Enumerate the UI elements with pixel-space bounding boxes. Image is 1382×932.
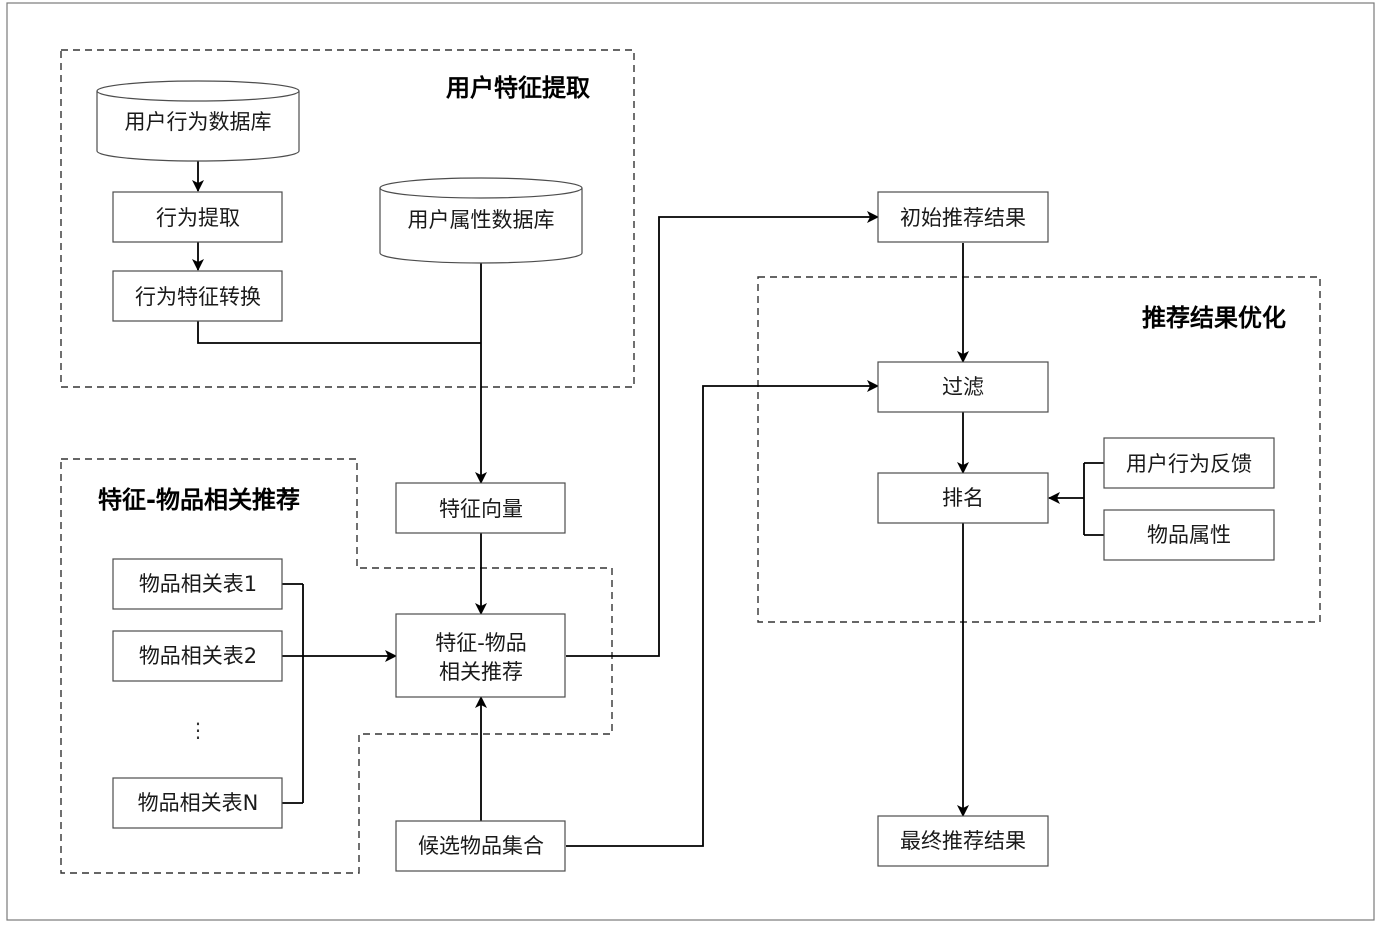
feature-item-recommend-label-line2: 相关推荐	[439, 660, 523, 684]
behavior-extract-box	[112, 191, 283, 243]
item-table-1-box	[112, 558, 283, 610]
item-table-n-box	[112, 777, 283, 829]
group-title-user-feature-extraction: 用户特征提取	[446, 74, 590, 102]
edge-candidates-to-filter	[566, 380, 879, 847]
item-table-2-label: 物品相关表2	[139, 644, 257, 668]
candidate-items-box	[395, 820, 566, 872]
feature-vector-box	[395, 482, 566, 534]
behavior-feature-convert-box	[112, 270, 283, 322]
item-attributes-box	[1103, 509, 1275, 561]
user-feedback-box	[1103, 437, 1275, 489]
user-behavior-database-label: 用户行为数据库	[125, 110, 272, 134]
user-behavior-database: 用户行为数据库	[96, 80, 300, 162]
initial-result-label: 初始推荐结果	[900, 206, 1026, 230]
group-result-optimization	[757, 276, 1321, 623]
group-title-result-optimization: 推荐结果优化	[1142, 304, 1286, 332]
group-feature-item-recommend	[60, 458, 613, 874]
item-attributes-label: 物品属性	[1147, 523, 1231, 547]
user-attribute-database: 用户属性数据库	[379, 177, 583, 264]
initial-result-box	[877, 191, 1049, 243]
item-table-n-label: 物品相关表N	[138, 791, 259, 815]
rank-box	[877, 472, 1049, 524]
item-table-1-label: 物品相关表1	[139, 572, 257, 596]
final-result-label: 最终推荐结果	[900, 829, 1026, 853]
feature-vector-label: 特征向量	[439, 497, 523, 521]
filter-label: 过滤	[942, 375, 984, 399]
filter-box	[877, 361, 1049, 413]
user-attribute-database-label: 用户属性数据库	[408, 208, 555, 232]
feature-item-recommend-box	[395, 613, 566, 698]
edge-convert-to-merge	[197, 321, 481, 344]
final-result-box	[877, 815, 1049, 867]
edge-recommend-to-initial	[566, 211, 879, 657]
user-feedback-label: 用户行为反馈	[1126, 452, 1252, 476]
candidate-items-label: 候选物品集合	[418, 834, 544, 858]
rank-label: 排名	[942, 486, 984, 510]
item-table-ellipsis: ⋮	[188, 718, 208, 742]
group-title-feature-item-recommend: 特征-物品相关推荐	[98, 486, 300, 514]
item-table-2-box	[112, 630, 283, 682]
feature-item-recommend-label-line1: 特征-物品	[435, 631, 527, 655]
behavior-extract-label: 行为提取	[156, 206, 240, 230]
behavior-feature-convert-label: 行为特征转换	[135, 285, 261, 309]
